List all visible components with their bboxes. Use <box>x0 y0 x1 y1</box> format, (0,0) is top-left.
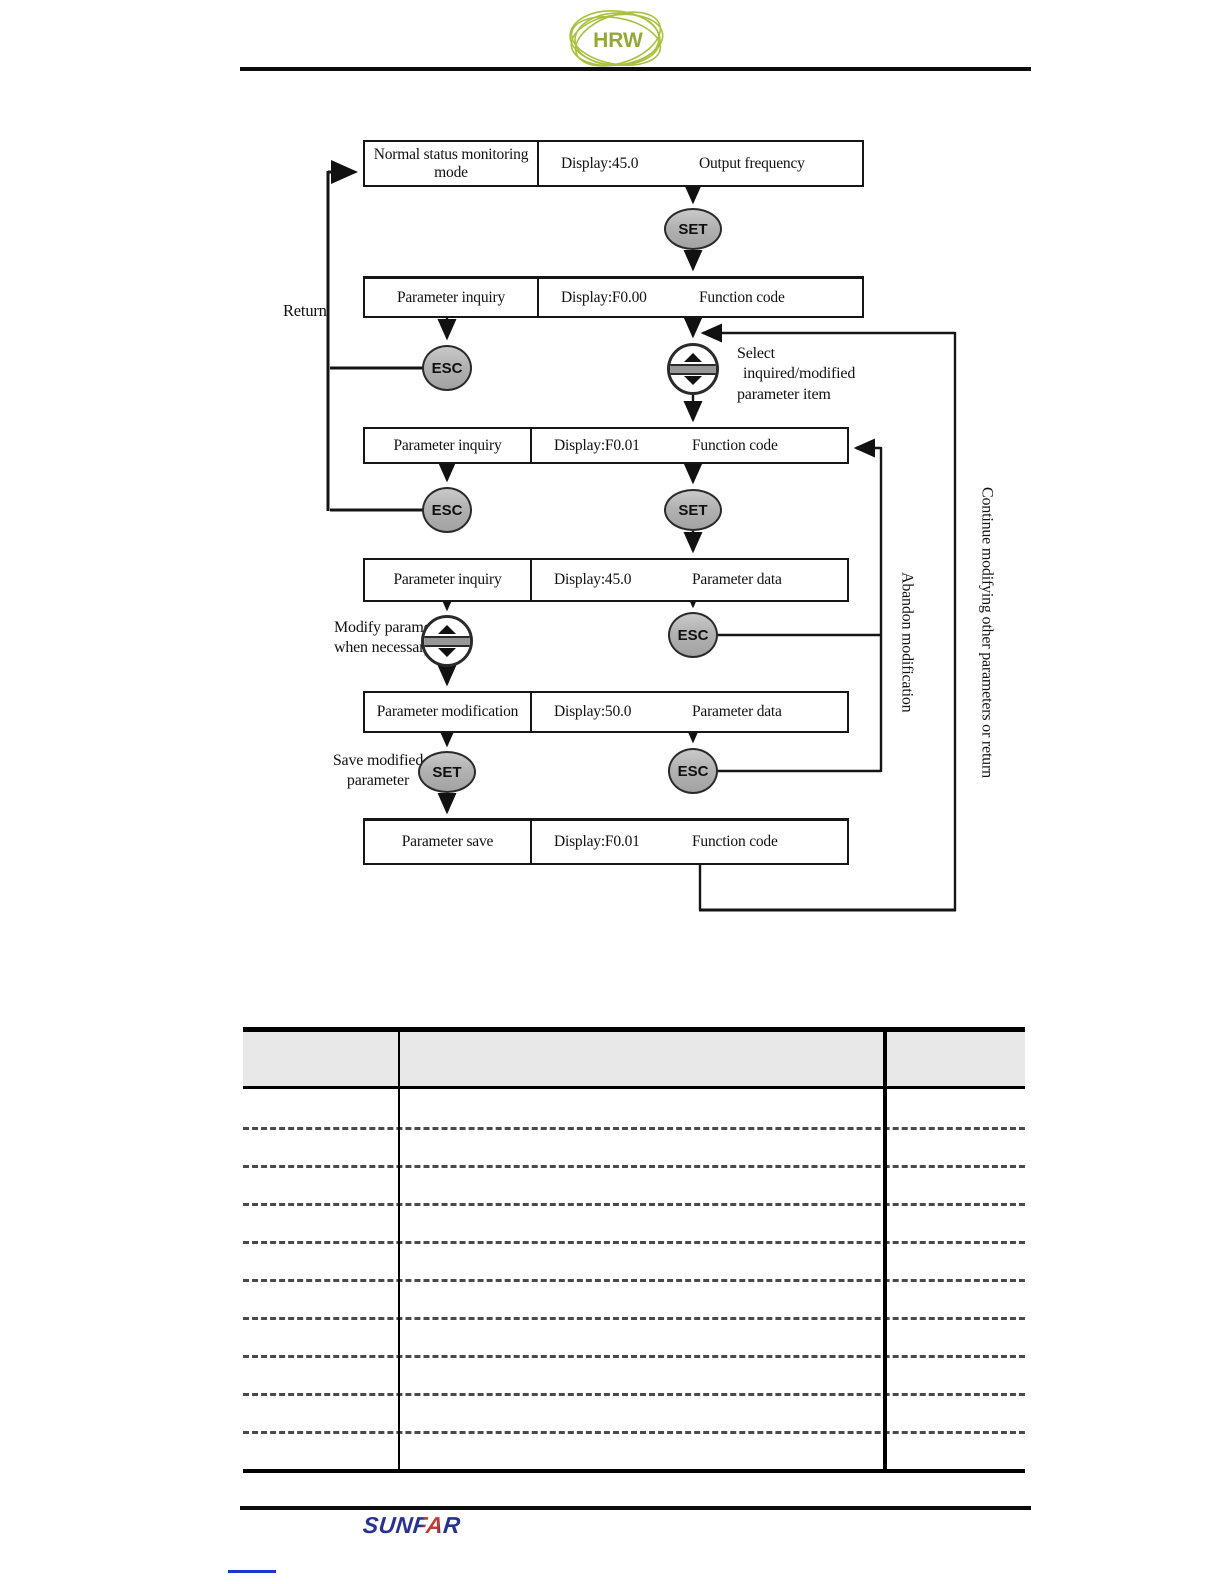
table-row <box>243 1092 1025 1127</box>
annotation-line: Select <box>737 345 775 362</box>
table-row <box>243 1203 1025 1241</box>
table-row <box>243 1279 1025 1317</box>
flow-box-parameter-inquiry-1: Parameter inquiry Display:F0.00 Function… <box>363 276 864 318</box>
flow-box-parameter-inquiry-3: Parameter inquiry Display:45.0 Parameter… <box>363 558 849 602</box>
box-display-value: Display:F0.01 <box>554 436 640 454</box>
annotation-line: parameter <box>346 772 410 790</box>
table-row <box>243 1393 1025 1431</box>
annotation-line: inquired/modified <box>743 365 856 383</box>
flow-box-parameter-inquiry-2: Parameter inquiry Display:F0.01 Function… <box>363 427 849 464</box>
annotation-line: Save modified <box>332 752 424 769</box>
box-display-note: Parameter data <box>692 571 782 588</box>
sunfar-logo-text: SUNFAR <box>361 1512 462 1538</box>
annotation-line: parameter item <box>737 385 831 403</box>
box-label: Parameter inquiry <box>365 429 532 462</box>
box-display-value: Display:45.0 <box>561 154 639 172</box>
save-parameter-label: Save modified parameter <box>330 751 426 792</box>
table-row <box>243 1241 1025 1279</box>
return-label: Return <box>283 301 327 320</box>
set-button: SET <box>664 208 722 250</box>
table-row <box>243 1165 1025 1203</box>
flow-box-normal-mode: Normal status monitoring mode Display:45… <box>363 140 864 187</box>
link-underline-fragment <box>228 1570 276 1573</box>
down-arrow-icon <box>438 648 456 657</box>
box-display-note: Output frequency <box>699 154 805 172</box>
select-parameter-label: Select inquired/modified parameter item <box>737 344 887 405</box>
abandon-modification-label: Abandon modification <box>898 572 916 713</box>
column-divider <box>883 1032 887 1469</box>
logo-text: HRW <box>593 29 643 52</box>
flow-box-parameter-save: Parameter save Display:F0.01 Function co… <box>363 818 849 865</box>
header-rule <box>240 67 1031 71</box>
column-divider <box>398 1032 400 1469</box>
table-row <box>243 1317 1025 1355</box>
continue-modifying-label: Continue modifying other parameters or r… <box>978 487 996 778</box>
table-row <box>243 1355 1025 1393</box>
down-arrow-icon <box>684 376 702 385</box>
modify-parameter-label: Modify parameter when necessary <box>334 618 459 659</box>
box-label: Parameter inquiry <box>365 560 532 600</box>
footer-rule <box>240 1506 1031 1510</box>
box-display-value: Display:50.0 <box>554 703 632 720</box>
annotation-line: Modify parameter <box>334 619 447 636</box>
set-button: SET <box>418 751 476 793</box>
box-label: Parameter modification <box>365 693 532 731</box>
updown-button <box>667 343 719 395</box>
hrw-logo: HRW <box>569 10 664 67</box>
box-display-note: Function code <box>692 436 778 454</box>
box-display-note: Function code <box>699 288 785 306</box>
updown-divider <box>424 635 470 647</box>
box-display-value: Display:F0.00 <box>561 288 647 306</box>
box-display-note: Function code <box>692 833 778 850</box>
box-display-note: Parameter data <box>692 703 782 720</box>
table-row <box>243 1431 1025 1469</box>
box-label: Normal status monitoring mode <box>365 142 539 185</box>
table-header-row <box>243 1032 1025 1089</box>
annotation-line: when necessary <box>334 639 433 657</box>
updown-divider <box>670 363 716 375</box>
flow-box-parameter-modification: Parameter modification Display:50.0 Para… <box>363 691 849 733</box>
updown-button <box>421 615 473 667</box>
logo-ellipses <box>569 10 664 67</box>
box-display-value: Display:F0.01 <box>554 833 640 850</box>
table-row <box>243 1127 1025 1165</box>
esc-button: ESC <box>668 612 718 658</box>
box-display-value: Display:45.0 <box>554 571 632 588</box>
up-arrow-icon <box>438 625 456 634</box>
esc-button: ESC <box>422 345 472 391</box>
box-label: Parameter inquiry <box>365 279 539 316</box>
esc-button: ESC <box>668 748 718 794</box>
up-arrow-icon <box>684 353 702 362</box>
parameter-table <box>243 1027 1025 1473</box>
set-button: SET <box>664 489 722 531</box>
esc-button: ESC <box>422 487 472 533</box>
box-label: Parameter save <box>365 821 532 863</box>
sunfar-logo: SUNFAR <box>362 1512 462 1539</box>
flow-connectors <box>326 160 957 912</box>
table-body <box>243 1092 1025 1469</box>
